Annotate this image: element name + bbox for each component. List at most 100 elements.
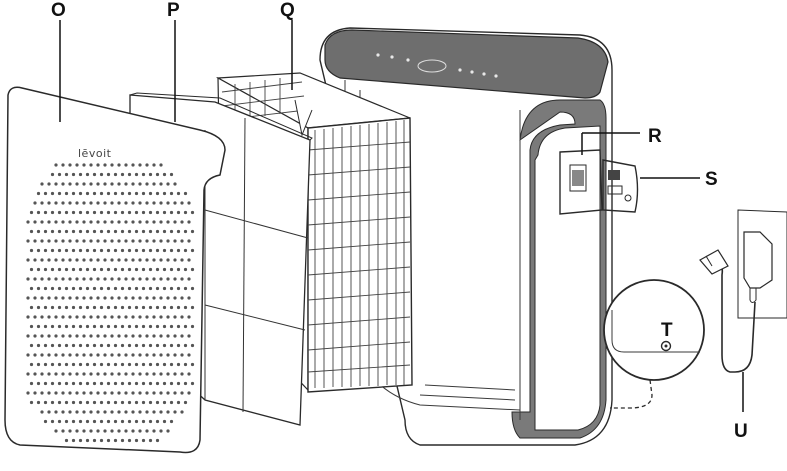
perforation-dot [57, 305, 62, 310]
perforation-dot [96, 410, 100, 414]
perforation-dot [176, 343, 181, 348]
perforation-dot [92, 343, 97, 348]
perforation-dot [75, 391, 79, 395]
callout-Q: Q [280, 0, 295, 21]
perforation-dot [155, 229, 160, 234]
perforation-dot [180, 296, 184, 300]
perforation-dot [159, 258, 163, 262]
perforation-dot [85, 267, 90, 272]
perforation-dot [117, 334, 121, 338]
perforation-dot [120, 210, 125, 215]
perforation-dot [148, 172, 153, 177]
perforation-dot [173, 334, 177, 338]
perforation-dot [92, 381, 97, 386]
perforation-dot [57, 210, 62, 215]
perforation-dot [141, 438, 146, 443]
perforation-dot [82, 334, 86, 338]
perforation-dot [127, 286, 132, 291]
perforation-dot [134, 419, 139, 424]
perforation-dot [85, 172, 90, 177]
perforation-dot [96, 239, 100, 243]
perforation-dot [155, 210, 160, 215]
perforation-dot [117, 372, 121, 376]
perforation-dot [138, 201, 142, 205]
perforation-dot [176, 400, 181, 405]
perforation-dot [166, 296, 170, 300]
perforation-dot [180, 372, 184, 376]
perforation-dot [54, 163, 58, 167]
perforation-dot [43, 229, 48, 234]
perforation-dot [152, 372, 156, 376]
perforation-dot [148, 267, 153, 272]
perforation-dot [103, 372, 107, 376]
perforation-dot [47, 410, 51, 414]
perforation-dot [103, 239, 107, 243]
perforation-dot [190, 210, 195, 215]
perforation-dot [187, 258, 191, 262]
perforation-dot [148, 229, 153, 234]
perforation-dot [127, 362, 132, 367]
perforation-dot [43, 324, 48, 329]
perforation-dot [40, 239, 44, 243]
perforation-dot [99, 248, 104, 253]
perforation-dot [99, 343, 104, 348]
perforation-dot [57, 248, 62, 253]
perforation-dot [85, 400, 90, 405]
perforation-dot [57, 229, 62, 234]
perforation-dot [82, 163, 86, 167]
perforation-dot [36, 305, 41, 310]
perforation-dot [26, 220, 30, 224]
perforation-dot [166, 315, 170, 319]
perforation-dot [82, 410, 86, 414]
perforation-dot [78, 305, 83, 310]
perforation-dot [99, 381, 104, 386]
leader-lines [59, 20, 744, 412]
perforation-dot [92, 229, 97, 234]
perforation-dot [138, 258, 142, 262]
filter-pleats [221, 78, 411, 388]
perforation-dot [78, 438, 83, 443]
perforation-dot [71, 210, 76, 215]
perforation-dot [85, 210, 90, 215]
perforation-dot [152, 296, 156, 300]
perforation-dot [124, 315, 128, 319]
perforation-dot [26, 353, 30, 357]
perforation-dot [159, 239, 163, 243]
perforation-dot [68, 315, 72, 319]
perforation-dot [162, 191, 167, 196]
perforation-dot [113, 381, 118, 386]
perforation-dot [155, 286, 160, 291]
perforation-dot [162, 305, 167, 310]
perforation-dot [141, 400, 146, 405]
perforation-dot [61, 182, 65, 186]
perforation-dot [40, 182, 44, 186]
power-adapter [699, 209, 787, 373]
perforation-dot [113, 362, 118, 367]
perforation-dot [47, 220, 51, 224]
perforation-dot [61, 410, 65, 414]
perforation-dot [117, 182, 121, 186]
perforation-dot [190, 324, 195, 329]
perforation-dot [176, 362, 181, 367]
perforation-dot [187, 201, 191, 205]
perforation-dot [120, 381, 125, 386]
perforation-dot [159, 429, 163, 433]
perforation-dot [29, 362, 34, 367]
perforation-dot [169, 324, 174, 329]
perforation-dot [43, 381, 48, 386]
perforation-dot [120, 419, 125, 424]
perforation-dot [173, 315, 177, 319]
perforation-dot [64, 362, 69, 367]
power-port-magnifier [603, 279, 705, 409]
perforation-dot [96, 315, 100, 319]
perforation-dot [127, 324, 132, 329]
perforation-dot [40, 372, 44, 376]
perforation-dot [40, 391, 44, 395]
perforation-dot [176, 267, 181, 272]
perforation-dot [166, 429, 170, 433]
perforation-dot [141, 343, 146, 348]
perforation-dot [78, 343, 83, 348]
perforation-dot [141, 191, 146, 196]
perforation-dot [75, 277, 79, 281]
perforation-dot [92, 400, 97, 405]
